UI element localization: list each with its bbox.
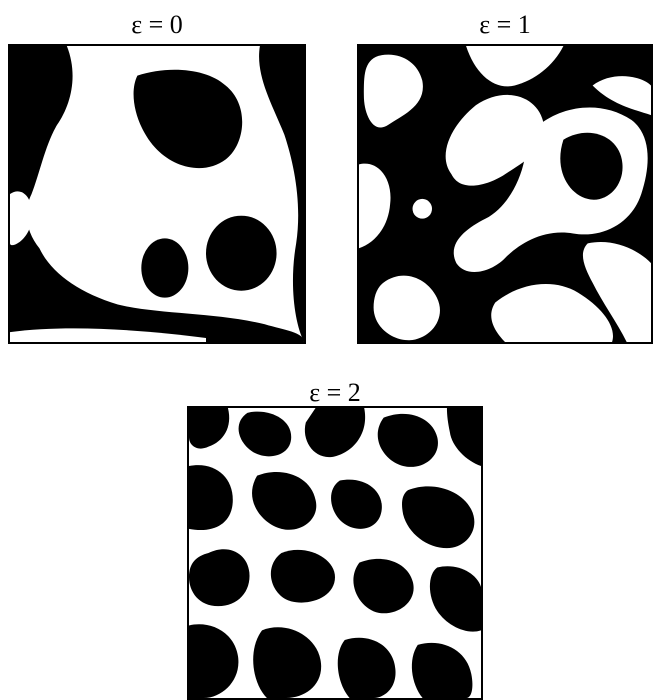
panel-caption-eps-0: ε = 0: [131, 10, 183, 39]
pattern-panel-eps-2: [187, 406, 483, 700]
panel-caption-eps-1: ε = 1: [479, 10, 531, 39]
pattern-image-eps-1: [359, 46, 651, 342]
pattern-image-eps-2: [189, 408, 481, 698]
pattern-panel-eps-0: [8, 44, 306, 344]
pattern-image-eps-0: [10, 46, 304, 342]
pattern-panel-eps-1: [357, 44, 653, 344]
panel-caption-eps-2: ε = 2: [309, 378, 361, 407]
